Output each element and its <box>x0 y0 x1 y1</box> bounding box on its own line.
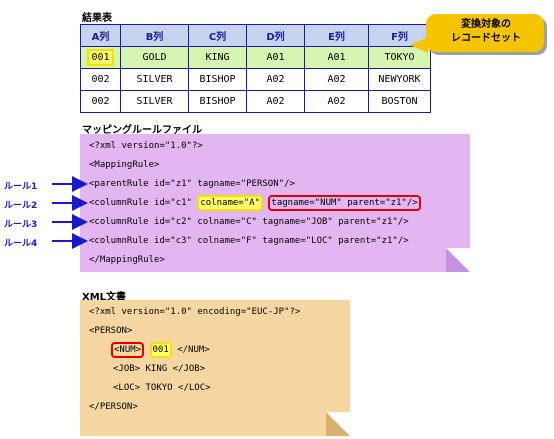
column-header: B列 <box>120 24 189 47</box>
table-cell: BISHOP <box>188 68 247 91</box>
table-cell: A02 <box>246 90 305 113</box>
code-line: <LOC> TOKYO </LOC> <box>113 383 211 393</box>
table-row: 002 SILVER BISHOP A02 A02 NEWYORK <box>80 68 431 91</box>
tagname-highlight: tagname="NUM" parent="z1"/> <box>268 195 421 211</box>
code-line: <MappingRule> <box>89 160 160 170</box>
table-cell: BOSTON <box>368 90 431 113</box>
num-value-highlight: 001 <box>149 342 172 358</box>
table-cell: A02 <box>246 68 305 91</box>
code-line-rule2: <columnRule id="c1" colname="A" tagname=… <box>89 195 421 211</box>
callout-pointer <box>410 37 428 53</box>
code-line: <?xml version="1.0" encoding="EUC-JP"?> <box>89 307 301 317</box>
table-cell: A02 <box>304 68 369 91</box>
callout-text: 変換対象の レコードセット <box>430 18 542 46</box>
table-cell: 001 <box>80 46 121 69</box>
table-cell: A01 <box>304 46 369 69</box>
result-table: A列 B列 C列 D列 E列 F列 001 GOLD KING A01 A01 … <box>80 24 431 113</box>
code-line: <columnRule id="c2" colname="C" tagname=… <box>89 217 409 227</box>
table-cell: SILVER <box>120 68 189 91</box>
result-table-title: 結果表 <box>82 13 112 24</box>
xml-doc-note <box>80 300 350 436</box>
code-line: <parentRule id="z1" tagname="PERSON"/> <box>89 179 295 189</box>
code-line: <?xml version="1.0"?> <box>89 141 203 151</box>
page-curl <box>446 248 470 272</box>
xml-doc-title: XML文書 <box>82 292 127 303</box>
rule-label-3: ルール3 <box>4 220 38 230</box>
code-line: <columnRule id="c3" colname="F" tagname=… <box>89 236 409 246</box>
code-line-num: <NUM> 001 </NUM> <box>111 342 210 358</box>
code-line: </MappingRule> <box>89 255 165 265</box>
table-cell: SILVER <box>120 90 189 113</box>
callout-badge <box>426 14 544 52</box>
rule-label-4: ルール4 <box>4 239 38 249</box>
code-line: </PERSON> <box>89 402 138 412</box>
code-line: <JOB> KING </JOB> <box>113 364 206 374</box>
table-cell: 002 <box>80 90 121 113</box>
table-cell: A02 <box>304 90 369 113</box>
rule-label-1: ルール1 <box>4 182 38 192</box>
code-fragment: </NUM> <box>177 345 210 355</box>
table-cell: 002 <box>80 68 121 91</box>
num-tag-highlight: <NUM> <box>111 342 145 358</box>
mapping-file-note <box>80 134 470 272</box>
table-row: 002 SILVER BISHOP A02 A02 BOSTON <box>80 90 431 113</box>
colname-highlight: colname="A" <box>197 195 263 211</box>
table-row-selected: 001 GOLD KING A01 A01 TOKYO <box>80 46 431 69</box>
callout-line: 変換対象の <box>461 19 511 30</box>
page-curl <box>326 412 350 436</box>
highlighted-cell-value: 001 <box>87 49 114 66</box>
table-cell: BISHOP <box>188 90 247 113</box>
mapping-file-title: マッピングルールファイル <box>82 125 202 136</box>
column-header: A列 <box>80 24 121 47</box>
code-line: <PERSON> <box>89 326 133 336</box>
table-cell: KING <box>188 46 247 69</box>
callout-line: レコードセット <box>451 33 521 44</box>
code-fragment: <columnRule id="c1" <box>89 198 192 208</box>
rule-label-2: ルール2 <box>4 201 38 211</box>
